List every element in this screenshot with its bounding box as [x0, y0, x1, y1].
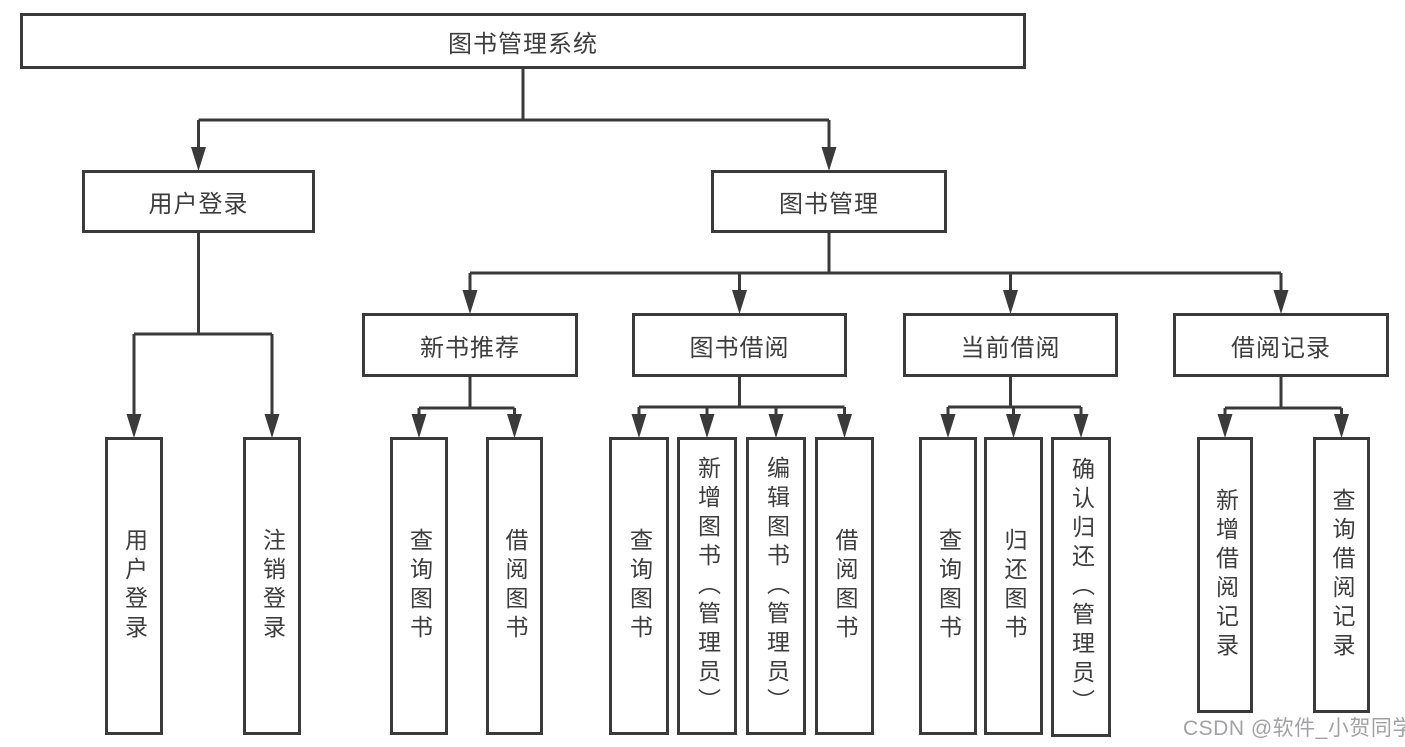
node-bb-edit: 编辑图书（管理员） — [746, 437, 806, 735]
node-cb-return: 归还图书 — [984, 437, 1043, 735]
node-logout: 注销登录 — [243, 437, 301, 735]
node-br-add: 新增借阅记录 — [1197, 437, 1253, 713]
node-user-login: 用户登录 — [82, 170, 315, 233]
node-new-books: 新书推荐 — [362, 313, 578, 377]
node-cb-search: 查询图书 — [919, 437, 977, 735]
node-cb-confirm: 确认归还（管理员） — [1051, 437, 1111, 737]
node-bb-borrow: 借阅图书 — [815, 437, 874, 735]
watermark: CSDN @软件_小贺同学 — [1183, 717, 1405, 740]
node-nb-search: 查询图书 — [390, 437, 448, 735]
node-login: 用户登录 — [105, 437, 163, 735]
node-book-borrow: 图书借阅 — [632, 313, 847, 377]
node-nb-borrow: 借阅图书 — [486, 437, 543, 735]
node-borrow-records: 借阅记录 — [1173, 313, 1389, 377]
node-root: 图书管理系统 — [20, 13, 1026, 69]
node-br-search: 查询借阅记录 — [1313, 437, 1370, 713]
node-current-borrow: 当前借阅 — [903, 313, 1118, 377]
node-book-mgmt: 图书管理 — [711, 170, 947, 233]
node-bb-search: 查询图书 — [609, 437, 669, 735]
node-bb-add: 新增图书（管理员） — [677, 437, 737, 735]
